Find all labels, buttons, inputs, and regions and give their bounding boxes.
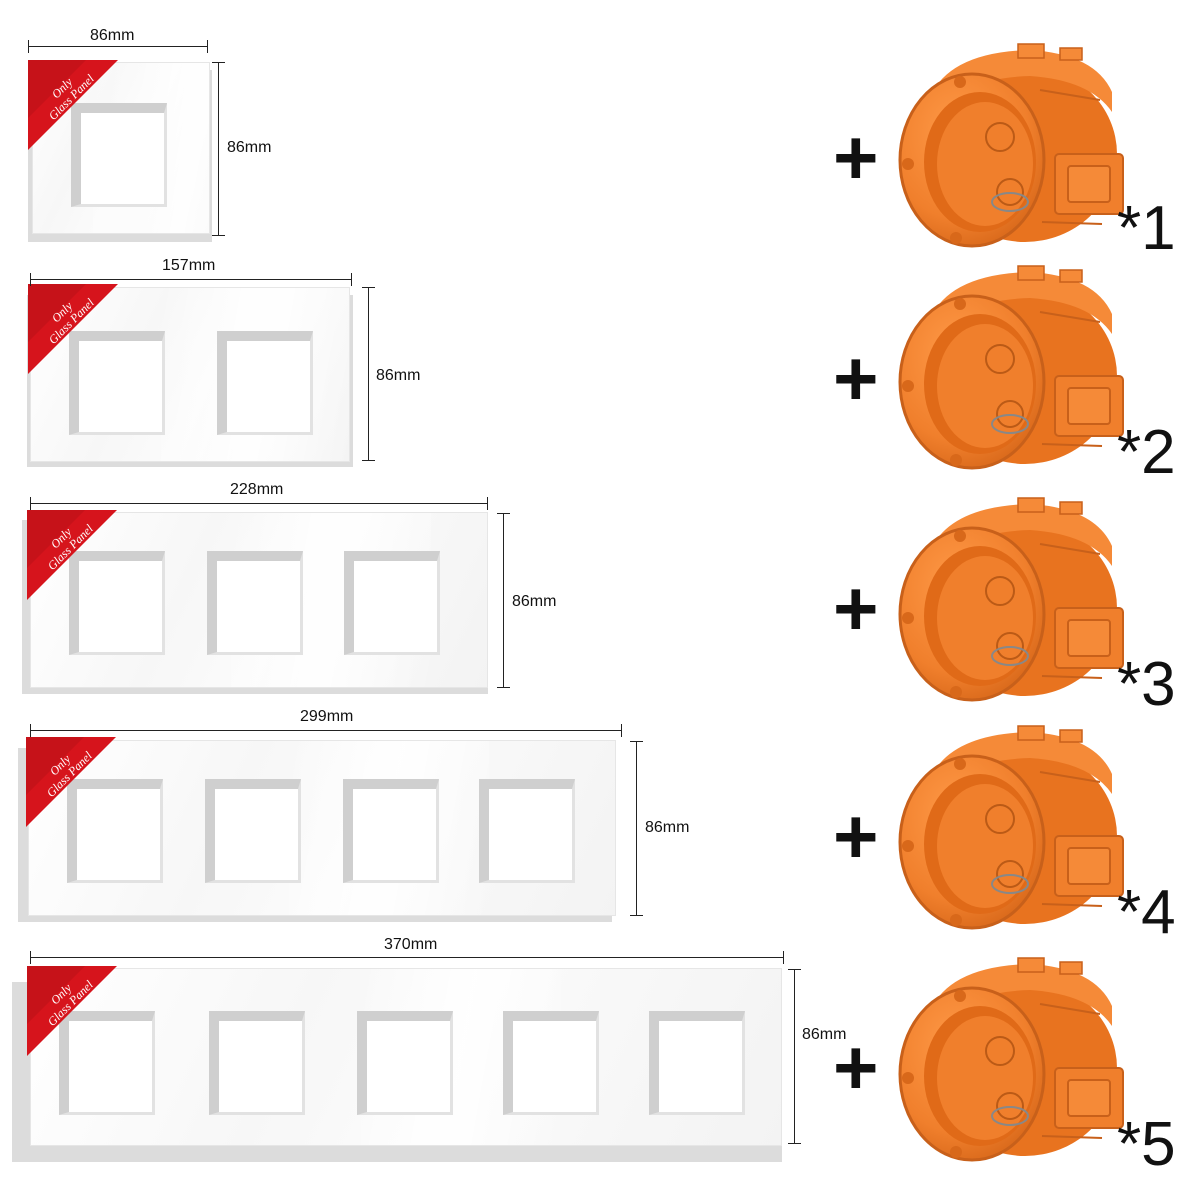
junction-box-icon xyxy=(898,956,1125,1162)
socket-cutout xyxy=(357,1011,453,1115)
socket-cutout xyxy=(209,1011,305,1115)
plus-sign: + xyxy=(833,1023,879,1111)
glass-panel-3-gang xyxy=(30,512,488,688)
height-dimension-line xyxy=(630,741,643,916)
height-label: 86mm xyxy=(227,139,272,156)
width-dimension-line xyxy=(30,497,488,510)
height-dimension-line xyxy=(362,287,375,461)
socket-cutout xyxy=(207,551,303,655)
height-dimension-line xyxy=(497,513,510,688)
width-label: 86mm xyxy=(90,27,135,44)
socket-cutout xyxy=(649,1011,745,1115)
width-dimension-line xyxy=(28,40,208,53)
socket-cutout xyxy=(205,779,301,883)
glass-panel-5-gang xyxy=(30,968,782,1146)
width-dimension-line xyxy=(30,951,784,964)
width-label: 157mm xyxy=(162,257,216,274)
height-dimension-line xyxy=(212,62,225,236)
glass-panel-2-gang xyxy=(30,287,350,462)
socket-cutout xyxy=(69,551,165,655)
socket-cutout xyxy=(344,551,440,655)
height-dimension-line xyxy=(788,969,801,1144)
socket-cutout xyxy=(343,779,439,883)
height-label: 86mm xyxy=(376,367,421,384)
socket-cutout xyxy=(503,1011,599,1115)
plus-sign: + xyxy=(833,792,879,880)
box-quantity: *2 xyxy=(1117,418,1176,487)
box-quantity: *1 xyxy=(1117,194,1176,263)
width-label: 370mm xyxy=(384,936,438,953)
width-label: 299mm xyxy=(300,708,354,725)
width-dimension-line xyxy=(30,724,622,737)
socket-cutout xyxy=(479,779,575,883)
socket-cutout xyxy=(217,331,313,435)
box-quantity: *3 xyxy=(1117,650,1176,719)
box-quantity: *5 xyxy=(1117,1110,1176,1179)
box-quantity: *4 xyxy=(1117,878,1176,947)
plus-sign: + xyxy=(833,334,879,422)
plus-sign: + xyxy=(833,113,879,201)
height-label: 86mm xyxy=(645,819,690,836)
height-label: 86mm xyxy=(802,1026,847,1043)
glass-panel-1-gang xyxy=(32,62,210,234)
width-dimension-line xyxy=(30,273,352,286)
height-label: 86mm xyxy=(512,593,557,610)
plus-sign: + xyxy=(833,564,879,652)
socket-cutout xyxy=(71,103,167,207)
width-label: 228mm xyxy=(230,481,284,498)
